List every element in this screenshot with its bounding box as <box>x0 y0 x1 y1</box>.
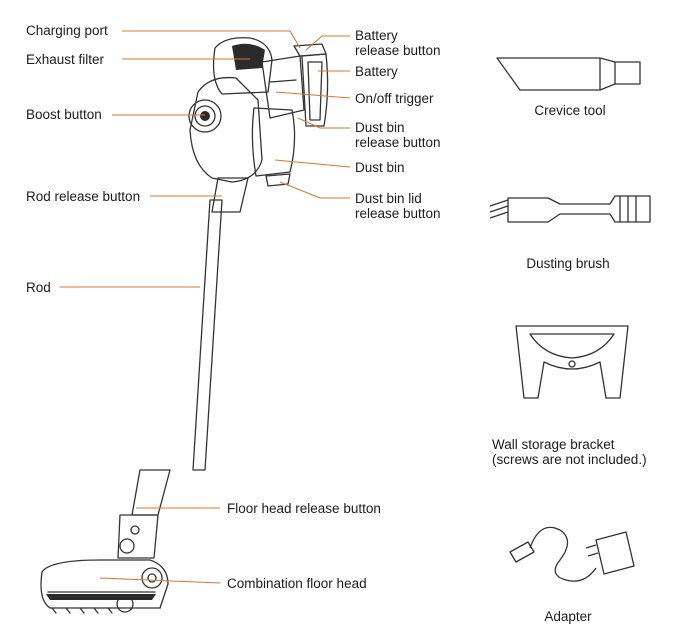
crevice-tool-drawing <box>496 57 641 91</box>
rod-shape <box>192 199 223 471</box>
label-dust-bin: Dust bin <box>355 160 405 175</box>
leader-combination-floor-head <box>99 577 221 584</box>
leader-lines <box>60 30 351 584</box>
label-charging-port: Charging port <box>26 23 108 38</box>
caption-wall-storage-bracket: Wall storage bracket (screws are not inc… <box>492 437 647 467</box>
head-shape <box>212 37 273 95</box>
rod-collar-shape <box>211 177 249 213</box>
boost-button-fill <box>200 111 210 121</box>
label-floor-head-release-button: Floor head release button <box>227 501 381 516</box>
caption-dusting-brush: Dusting brush <box>526 256 610 271</box>
caption-adapter: Adapter <box>544 609 592 624</box>
label-rod-release-button: Rod release button <box>26 189 141 204</box>
wall-bracket-drawing <box>515 325 629 399</box>
label-combination-floor-head: Combination floor head <box>227 576 367 591</box>
leader-on-off-trigger <box>275 91 351 99</box>
adapter-drawing <box>509 526 635 582</box>
label-battery-release-button: Battery release button <box>355 28 441 58</box>
exhaust-filter-fill <box>232 43 265 70</box>
leader-dust-bin <box>274 159 351 168</box>
brush-roll-fill <box>46 594 156 600</box>
motor-housing-shape <box>189 76 263 183</box>
battery-shape <box>301 53 329 127</box>
floor-head-shape <box>40 559 169 609</box>
label-on-off-trigger: On/off trigger <box>355 91 434 106</box>
label-dust-bin-release-button: Dust bin release button <box>355 120 441 150</box>
dust-bin-shape <box>251 107 296 177</box>
handle-shape <box>261 55 305 119</box>
leader-battery-release-button <box>305 35 350 51</box>
leader-dust-bin-release-button <box>297 117 350 129</box>
label-exhaust-filter: Exhaust filter <box>26 52 105 67</box>
label-dust-bin-lid-release-button: Dust bin lid release button <box>355 191 441 221</box>
leader-charging-port <box>122 30 301 49</box>
label-boost-button: Boost button <box>26 107 102 122</box>
caption-crevice-tool: Crevice tool <box>534 103 606 118</box>
neck-shape <box>117 514 159 559</box>
label-battery: Battery <box>355 64 398 79</box>
label-rod: Rod <box>26 280 51 295</box>
dusting-brush-drawing <box>489 195 651 223</box>
leader-dust-bin-lid-release-button <box>279 181 350 199</box>
